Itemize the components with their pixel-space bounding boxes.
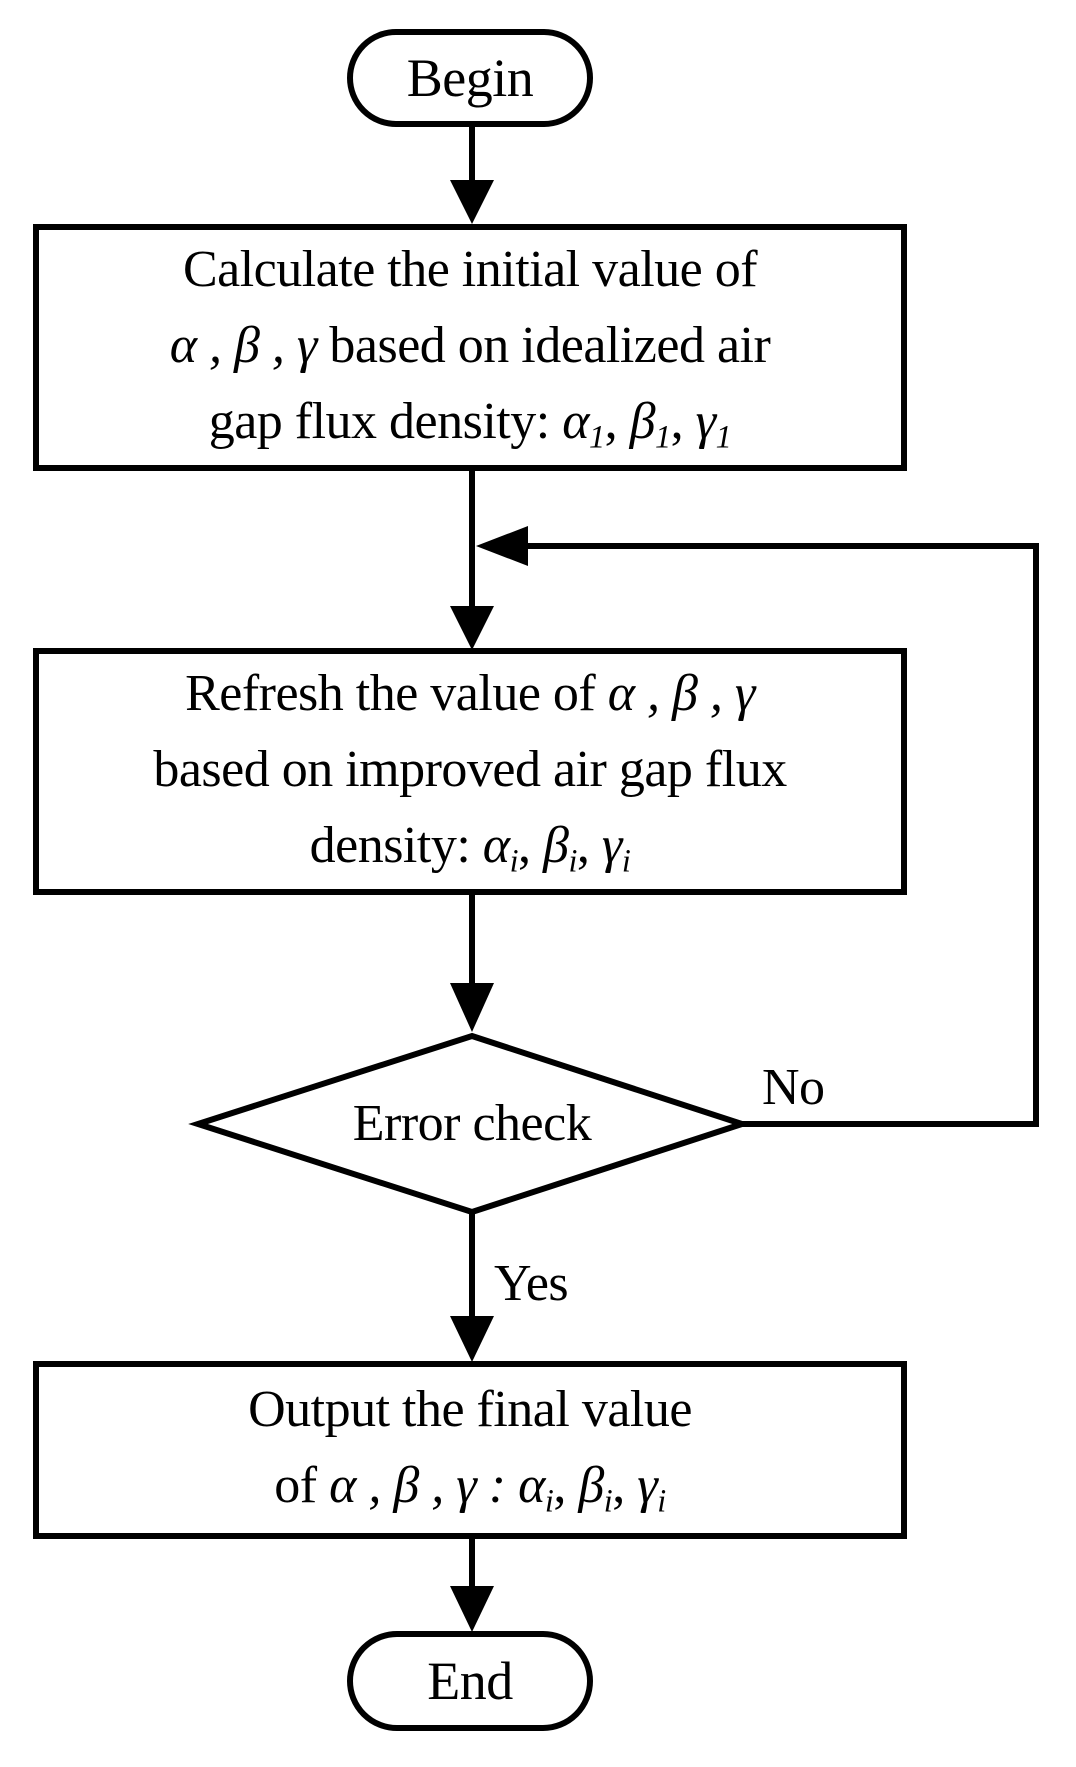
greek-symbol: γi [601,817,631,879]
arrowhead-to-check [450,983,494,1032]
symbol-separator: , [518,817,544,874]
begin-label: Begin [350,48,590,108]
yes-label: Yes [494,1254,634,1314]
symbol-subscript: i [657,1482,666,1519]
error-check-label: Error check [272,1086,672,1162]
arrowhead-to-refresh [450,606,494,650]
greek-symbol: βi [578,1457,613,1519]
refresh-line-1: Refresh the value of α , β , γ [40,656,900,732]
symbol-separator: , [576,817,602,874]
output-box [33,1361,907,1539]
output-line-1: Output the final value [248,1381,692,1438]
refresh-sub-symbols: αi, βi, γi [482,817,631,879]
symbol-subscript: i [544,1482,554,1519]
end-terminator [347,1631,593,1731]
refresh-line-3: density: αi, βi, γi [40,808,900,884]
output-line-2: of α , β , γ : αi, βi, γi [40,1448,900,1524]
end-label: End [350,1651,590,1711]
refresh-line-2: based on improved air gap flux [153,741,787,798]
arrowhead-loop-back [476,526,528,566]
refresh-line-3-text: density: [309,817,471,874]
refresh-line-1-text: Refresh the value of [185,665,596,722]
output-symbols: α , β , γ : [329,1457,506,1514]
calc-line-1: Calculate the initial value of [182,241,758,298]
symbol-separator: , [604,393,630,450]
symbol-separator: , [612,1457,638,1514]
calc-line-3-text: gap flux density: [208,393,551,450]
symbol-separator: , [553,1457,579,1514]
greek-symbol: γi [637,1457,666,1519]
arrowhead-to-output [450,1316,494,1362]
calc-symbols: α , β , γ [169,317,318,374]
greek-symbol: β1 [629,393,672,455]
output-prefix: of [274,1457,317,1514]
symbol-subscript: i [603,1482,613,1519]
calc-initial-box [33,224,907,471]
calc-line-2-text: based on idealized air [329,317,771,374]
arrowhead-to-end [450,1586,494,1632]
calc-sub-symbols: α1, β1, γ1 [562,393,732,455]
no-label: No [762,1058,882,1118]
connector-no-loop [518,543,1039,1127]
calc-line-2: α , β , γ based on idealized air [40,308,900,384]
calc-initial-label: Calculate the initial value of α , β , γ… [40,232,900,460]
symbol-subscript: i [568,842,577,879]
refresh-box [33,648,907,895]
symbol-subscript: 1 [655,418,671,455]
greek-symbol: αi [518,1457,554,1519]
refresh-label: Refresh the value of α , β , γ based on … [40,656,900,884]
greek-symbol: αi [482,817,519,879]
symbol-separator: , [670,393,696,450]
greek-symbol: γ1 [695,393,732,455]
greek-symbol: βi [543,817,577,879]
output-sub-symbols: αi, βi, γi [518,1457,666,1519]
refresh-symbols: α , β , γ [607,665,756,722]
symbol-subscript: 1 [589,418,605,455]
symbol-subscript: 1 [715,418,732,455]
end-text: End [427,1651,513,1711]
no-text: No [762,1059,825,1116]
output-label: Output the final value of α , β , γ : αi… [40,1372,900,1524]
begin-text: Begin [406,48,534,108]
error-check-text: Error check [352,1095,592,1152]
arrowhead-to-calc [450,180,494,224]
symbol-subscript: i [509,842,519,879]
greek-symbol: α1 [562,393,605,455]
calc-line-3: gap flux density: α1, β1, γ1 [40,384,900,460]
symbol-subscript: i [621,842,631,879]
yes-text: Yes [494,1255,569,1312]
